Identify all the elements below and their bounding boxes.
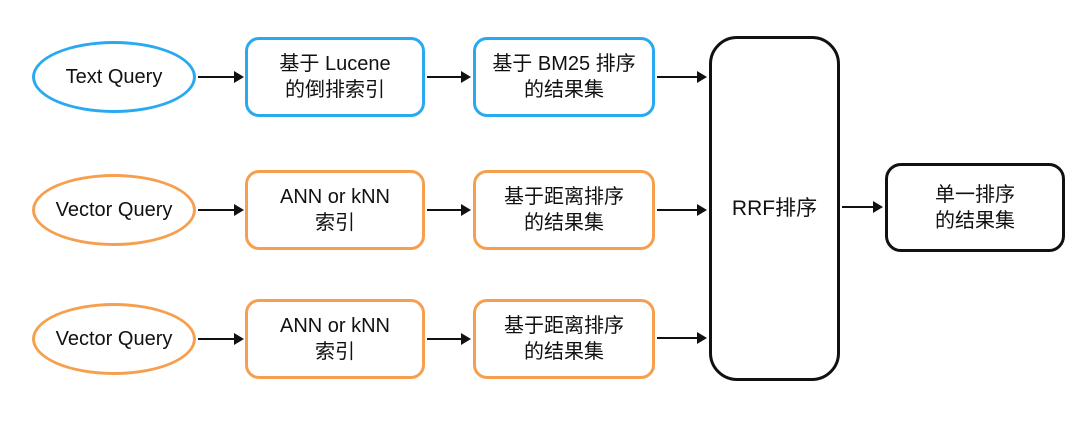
node-bm25-results: 基于 BM25 排序 的结果集	[473, 37, 655, 117]
arrow-distance-results-2-to-rrf	[657, 332, 707, 344]
arrow-text-query-to-lucene-index	[198, 71, 244, 83]
node-lucene-inverted-index: 基于 Lucene 的倒排索引	[245, 37, 425, 117]
arrow-distance-results-1-to-rrf	[657, 204, 707, 216]
node-rrf-ranking: RRF排序	[709, 36, 840, 381]
arrow-vector-query-1-to-ann-index-1	[198, 204, 244, 216]
arrow-vector-query-2-to-ann-index-2	[198, 333, 244, 345]
node-ann-index-2: ANN or kNN 索引	[245, 299, 425, 379]
arrow-ann-index-2-to-distance-results-2	[427, 333, 471, 345]
node-distance-results-2: 基于距离排序 的结果集	[473, 299, 655, 379]
arrow-ann-index-1-to-distance-results-1	[427, 204, 471, 216]
node-distance-results-1: 基于距离排序 的结果集	[473, 170, 655, 250]
arrow-lucene-index-to-bm25-results	[427, 71, 471, 83]
node-ann-index-1: ANN or kNN 索引	[245, 170, 425, 250]
arrow-rrf-to-final-results	[842, 201, 883, 213]
arrow-bm25-results-to-rrf	[657, 71, 707, 83]
node-final-results: 单一排序 的结果集	[885, 163, 1065, 252]
node-text-query: Text Query	[32, 41, 196, 113]
node-vector-query-2: Vector Query	[32, 303, 196, 375]
node-vector-query-1: Vector Query	[32, 174, 196, 246]
